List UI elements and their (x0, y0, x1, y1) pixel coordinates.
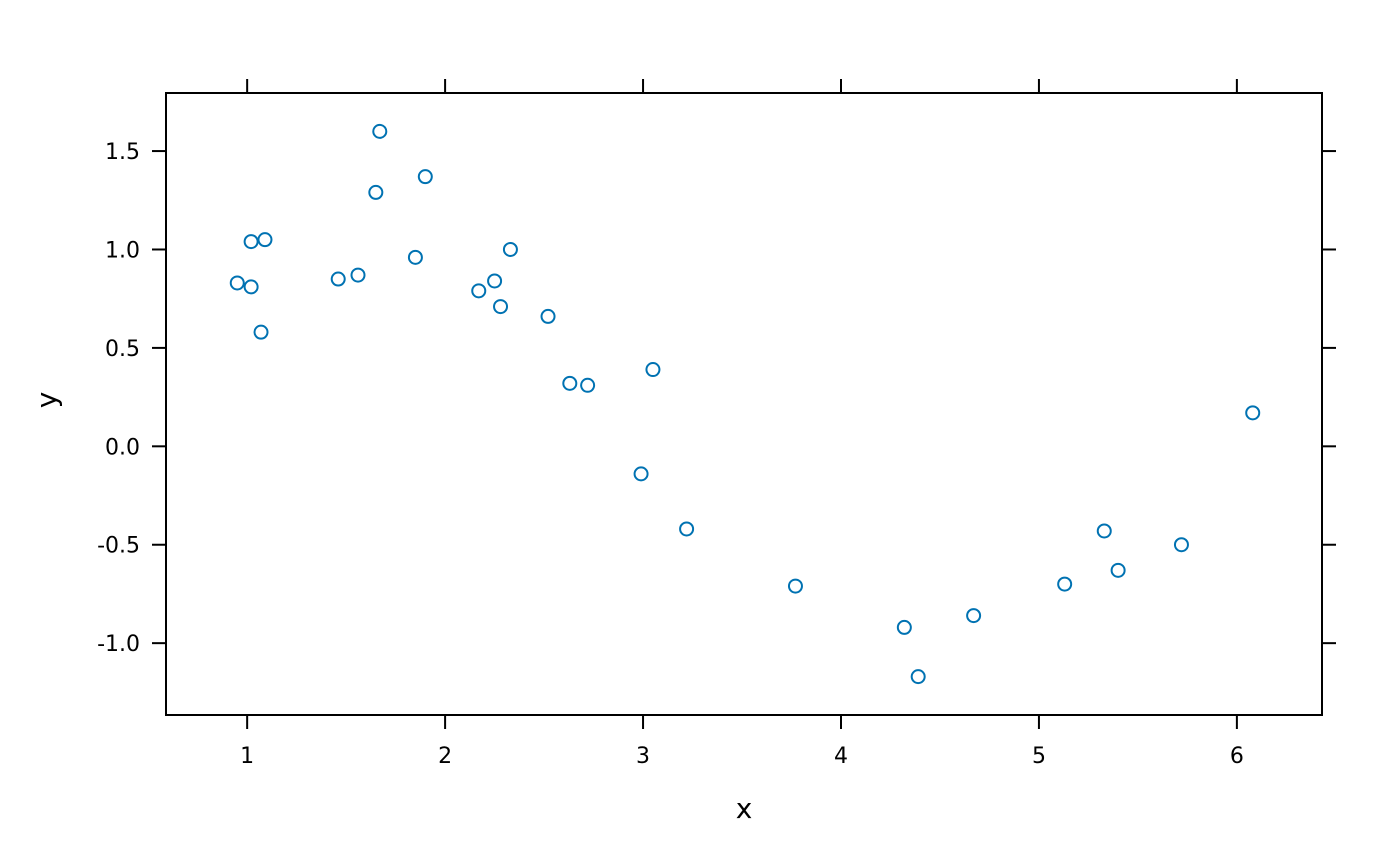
data-point (1057, 576, 1073, 592)
y-tick-label: 0.0 (105, 435, 140, 460)
data-point (787, 578, 803, 594)
data-point (1110, 562, 1126, 578)
data-point (229, 275, 245, 291)
data-point (330, 271, 346, 287)
x-tick-label: 4 (834, 744, 848, 769)
y-axis-title: y (30, 392, 63, 409)
data-point (645, 362, 661, 378)
data-point (372, 123, 388, 139)
data-point (562, 375, 578, 391)
data-point (471, 283, 487, 299)
data-points (229, 123, 1261, 685)
y-tick-label: -0.5 (97, 534, 140, 559)
data-point (243, 279, 259, 295)
data-point (910, 669, 926, 685)
data-point (1096, 523, 1112, 539)
data-point (633, 466, 649, 482)
y-tick-label: 1.0 (105, 238, 140, 263)
data-point (487, 273, 503, 289)
x-tick-label: 1 (240, 744, 254, 769)
data-point (502, 241, 518, 257)
plot-frame (165, 92, 1323, 716)
data-point (253, 324, 269, 340)
data-point (580, 377, 596, 393)
data-point (493, 299, 509, 315)
data-point (407, 249, 423, 265)
data-point (368, 184, 384, 200)
data-point (1245, 405, 1261, 421)
x-tick-label: 6 (1230, 744, 1244, 769)
x-tick-label: 2 (438, 744, 452, 769)
data-point (243, 234, 259, 250)
x-tick-label: 5 (1032, 744, 1046, 769)
axis-ticks (152, 79, 1336, 729)
data-point (896, 619, 912, 635)
y-tick-label: -1.0 (97, 632, 140, 657)
y-tick-label: 0.5 (105, 337, 140, 362)
axis-tick-labels: 1 2 3 4 5 6 -1.0 -0.5 0.0 0.5 1.0 1.5 (97, 140, 1244, 769)
data-point (1173, 537, 1189, 553)
data-point (679, 521, 695, 537)
x-tick-label: 3 (636, 744, 650, 769)
x-axis-title: x (736, 792, 753, 825)
data-point (417, 169, 433, 185)
y-tick-label: 1.5 (105, 140, 140, 165)
data-point (966, 608, 982, 624)
data-point (350, 267, 366, 283)
data-point (540, 308, 556, 324)
data-point (257, 232, 273, 248)
